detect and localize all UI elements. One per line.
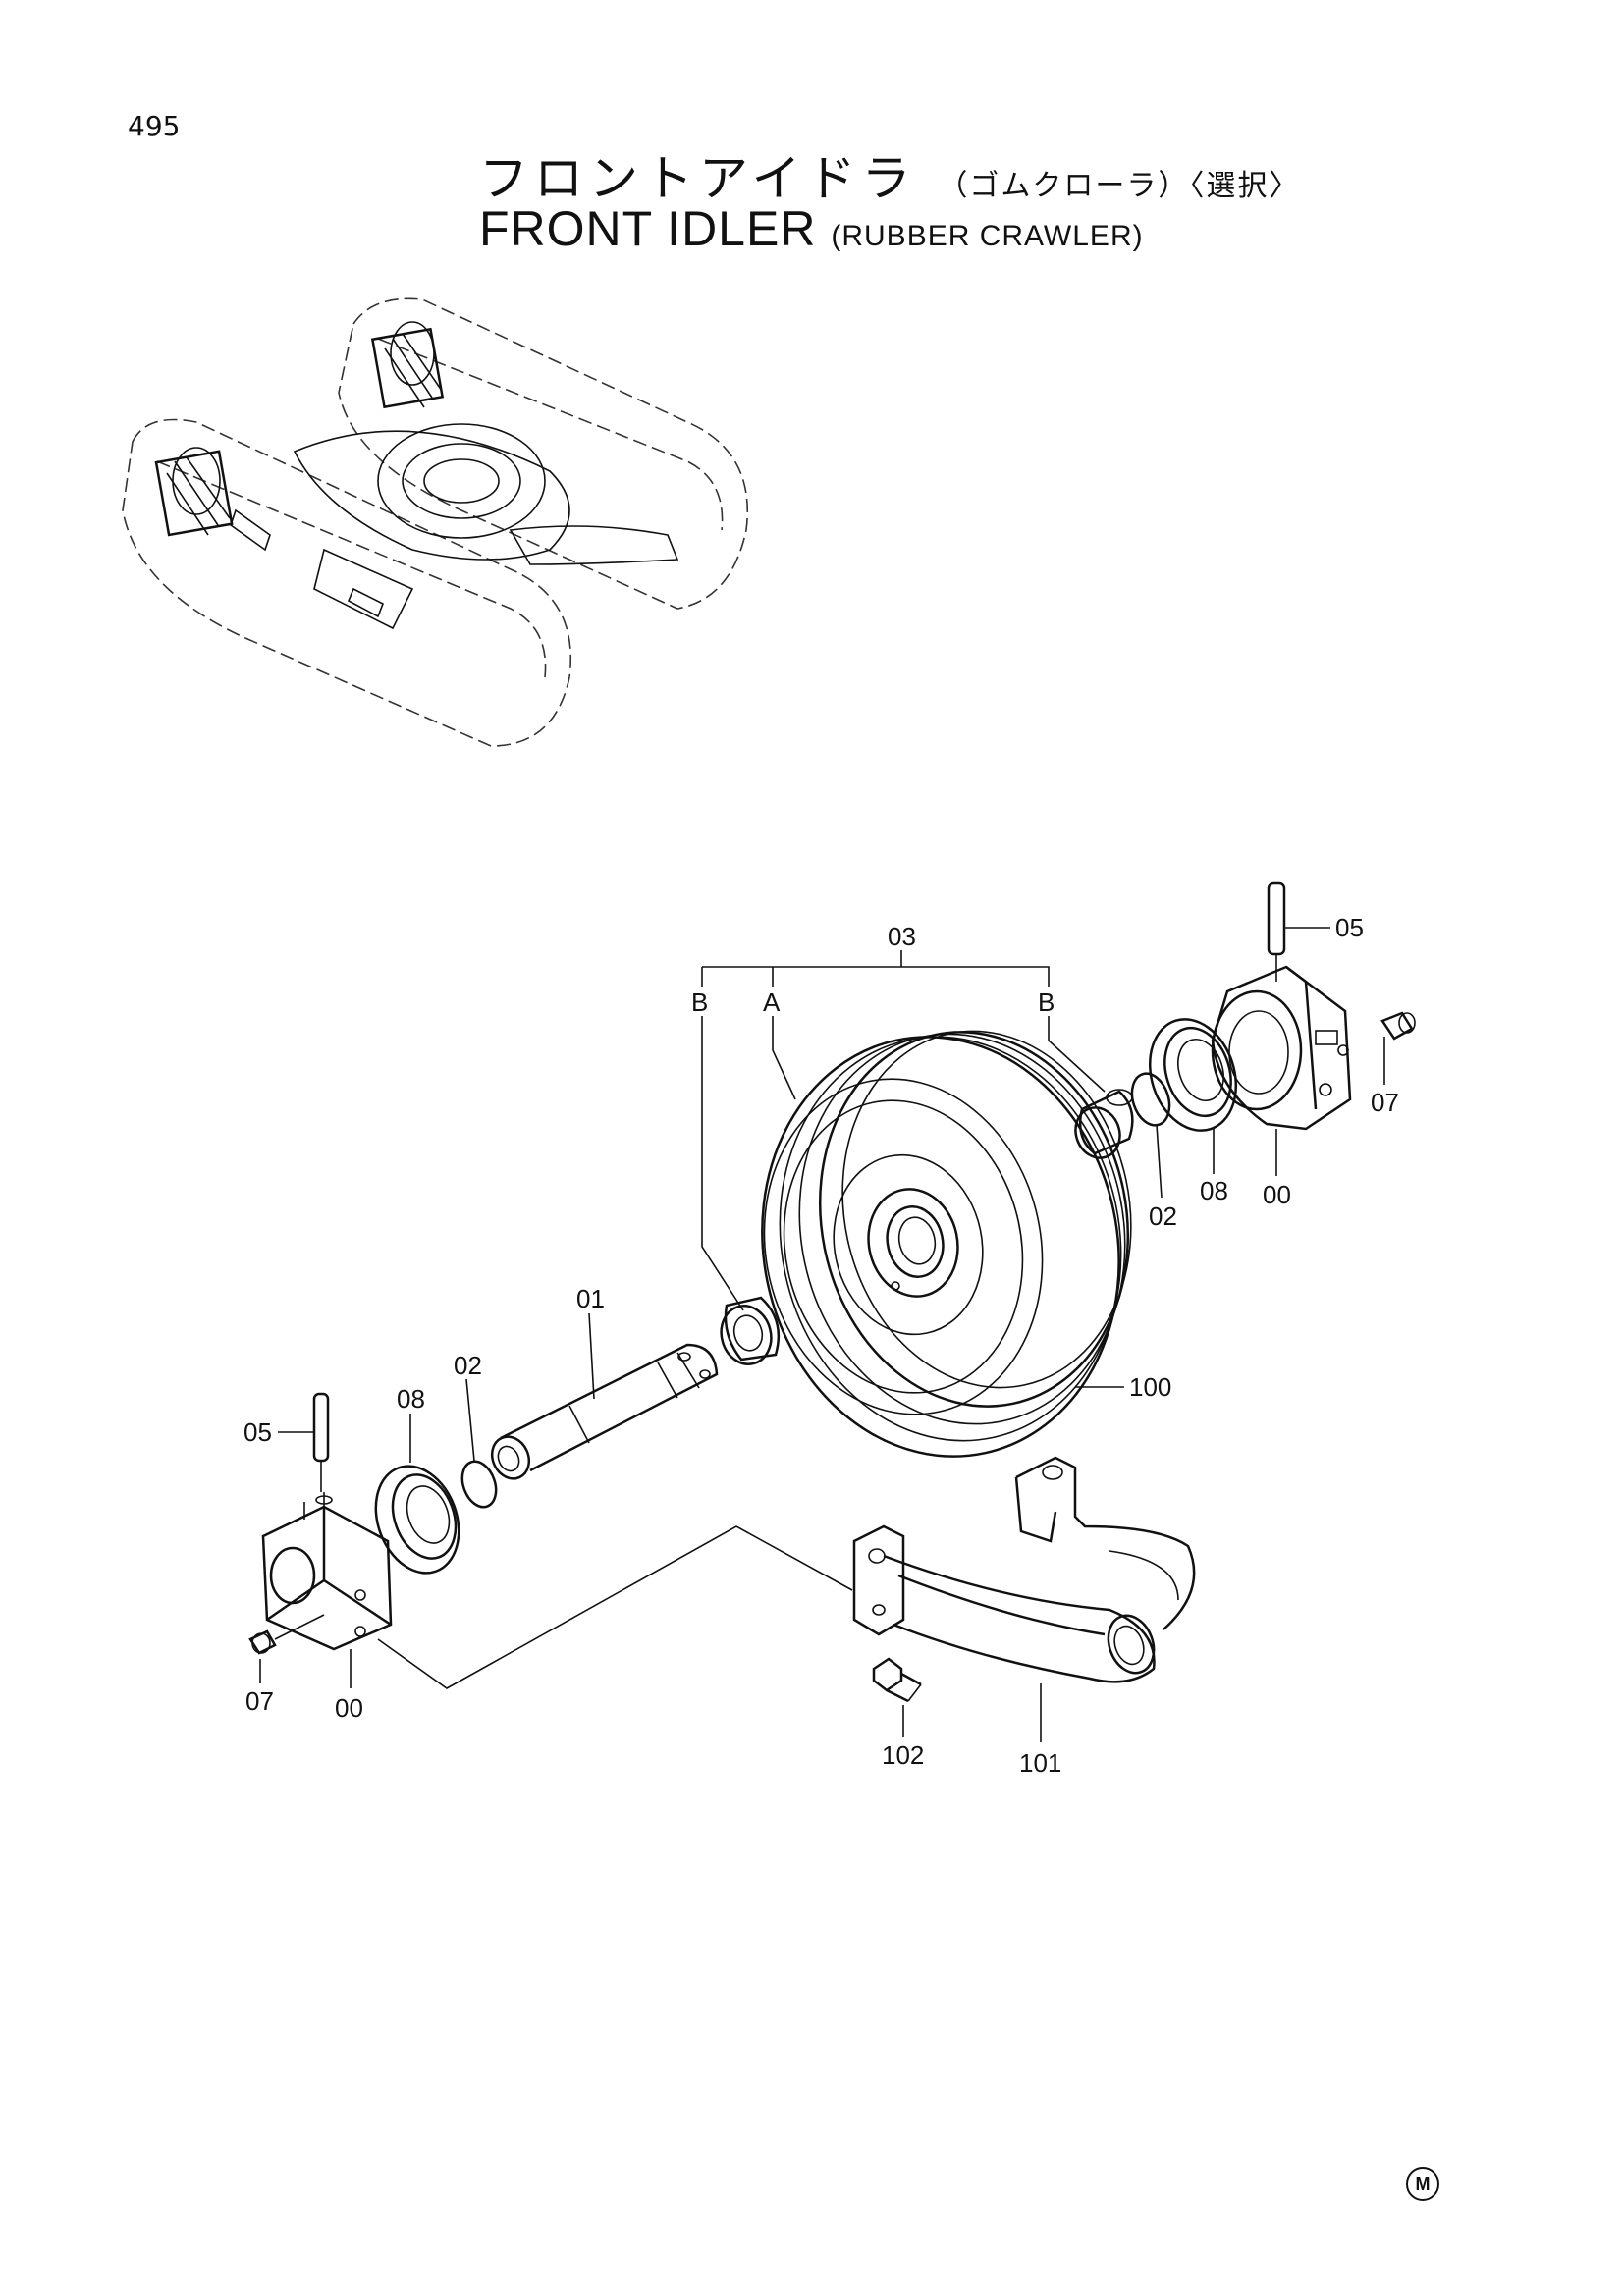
left-plug-07	[248, 1614, 325, 1655]
callout-01: 01	[576, 1284, 605, 1313]
callout-08-right: 08	[1200, 1176, 1228, 1205]
callout-101: 101	[1019, 1748, 1061, 1778]
right-pin-05	[1267, 881, 1286, 982]
callout-a: A	[763, 988, 781, 1017]
title-en-main: FRONT IDLER	[479, 201, 817, 256]
callout-07-left: 07	[245, 1686, 274, 1716]
callout-b-right: B	[1038, 988, 1055, 1017]
callout-07-right: 07	[1371, 1088, 1399, 1117]
right-o-ring-02	[1130, 1072, 1171, 1127]
callout-02-left: 02	[454, 1351, 482, 1380]
callout-00-right: 00	[1263, 1180, 1291, 1209]
page-title-japanese: フロントアイドラ （ゴムクローラ）〈選択〉	[479, 139, 1300, 210]
callout-b-left: B	[691, 988, 708, 1017]
callout-05-right: 05	[1335, 913, 1364, 942]
title-en-sub: (RUBBER CRAWLER)	[831, 220, 1144, 252]
bolt-102	[872, 1657, 922, 1703]
callout-08-left: 08	[397, 1384, 425, 1414]
callout-102: 102	[882, 1740, 924, 1770]
left-seal-08	[374, 1465, 460, 1575]
left-bushing-b	[720, 1296, 781, 1365]
page-number: 495	[128, 110, 181, 142]
support-bracket-101	[852, 1456, 1196, 1683]
right-plug-07	[1380, 1011, 1416, 1041]
right-seal-08	[1148, 1018, 1238, 1132]
undercarriage-overview-illustration	[122, 297, 748, 747]
left-bracket-assembly	[261, 1492, 393, 1651]
manufacturer-mark: M	[1406, 2167, 1439, 2201]
title-jp-sub: （ゴムクローラ）〈選択〉	[938, 169, 1301, 203]
page-title-english: FRONT IDLER (RUBBER CRAWLER)	[479, 200, 1144, 257]
title-jp-main: フロントアイドラ	[479, 150, 917, 207]
callout-03: 03	[888, 922, 916, 951]
idler-wheel-100	[761, 1030, 1132, 1458]
callout-00-left: 00	[335, 1693, 363, 1723]
callout-05-left: 05	[243, 1417, 272, 1447]
left-o-ring-02	[460, 1460, 498, 1509]
leader-lines	[259, 927, 1385, 1742]
callout-02-right: 02	[1149, 1201, 1177, 1231]
callout-100: 100	[1129, 1372, 1171, 1402]
left-pin-05	[312, 1392, 330, 1492]
shaft-01	[490, 1343, 719, 1480]
